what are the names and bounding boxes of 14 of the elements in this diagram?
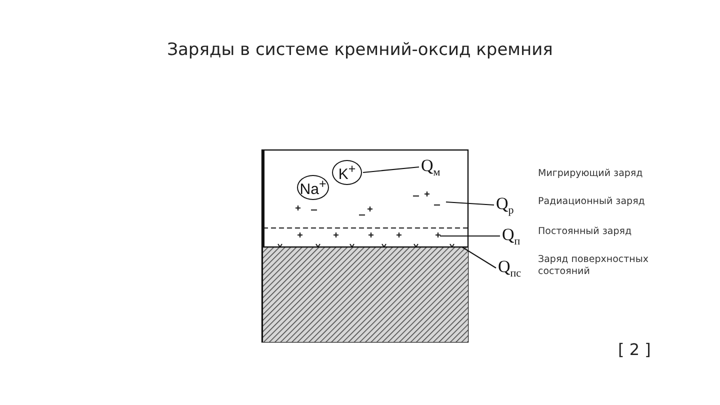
charge-symbol: Q$_{пс}$	[498, 257, 528, 279]
charge-symbol: Q$_{п}$	[502, 225, 524, 247]
title: Заряды в системе кремний-оксид кремния	[166, 40, 554, 60]
charge-symbol: Q$_{м}$	[421, 156, 451, 178]
charge-description: Радиационный заряд	[538, 196, 646, 208]
leader-line	[462, 246, 496, 268]
charge-description: Постоянный заряд	[538, 226, 633, 238]
charge-description: Мигрирующий заряд	[538, 168, 644, 180]
charge-description: Заряд поверхностных состояний	[538, 254, 650, 278]
charge-symbol: Q$_{р}$	[496, 194, 518, 216]
reference-number: [ 2 ]	[618, 340, 651, 359]
leader-line	[362, 166, 420, 174]
leader-line	[446, 201, 494, 206]
leader-line	[440, 235, 500, 237]
